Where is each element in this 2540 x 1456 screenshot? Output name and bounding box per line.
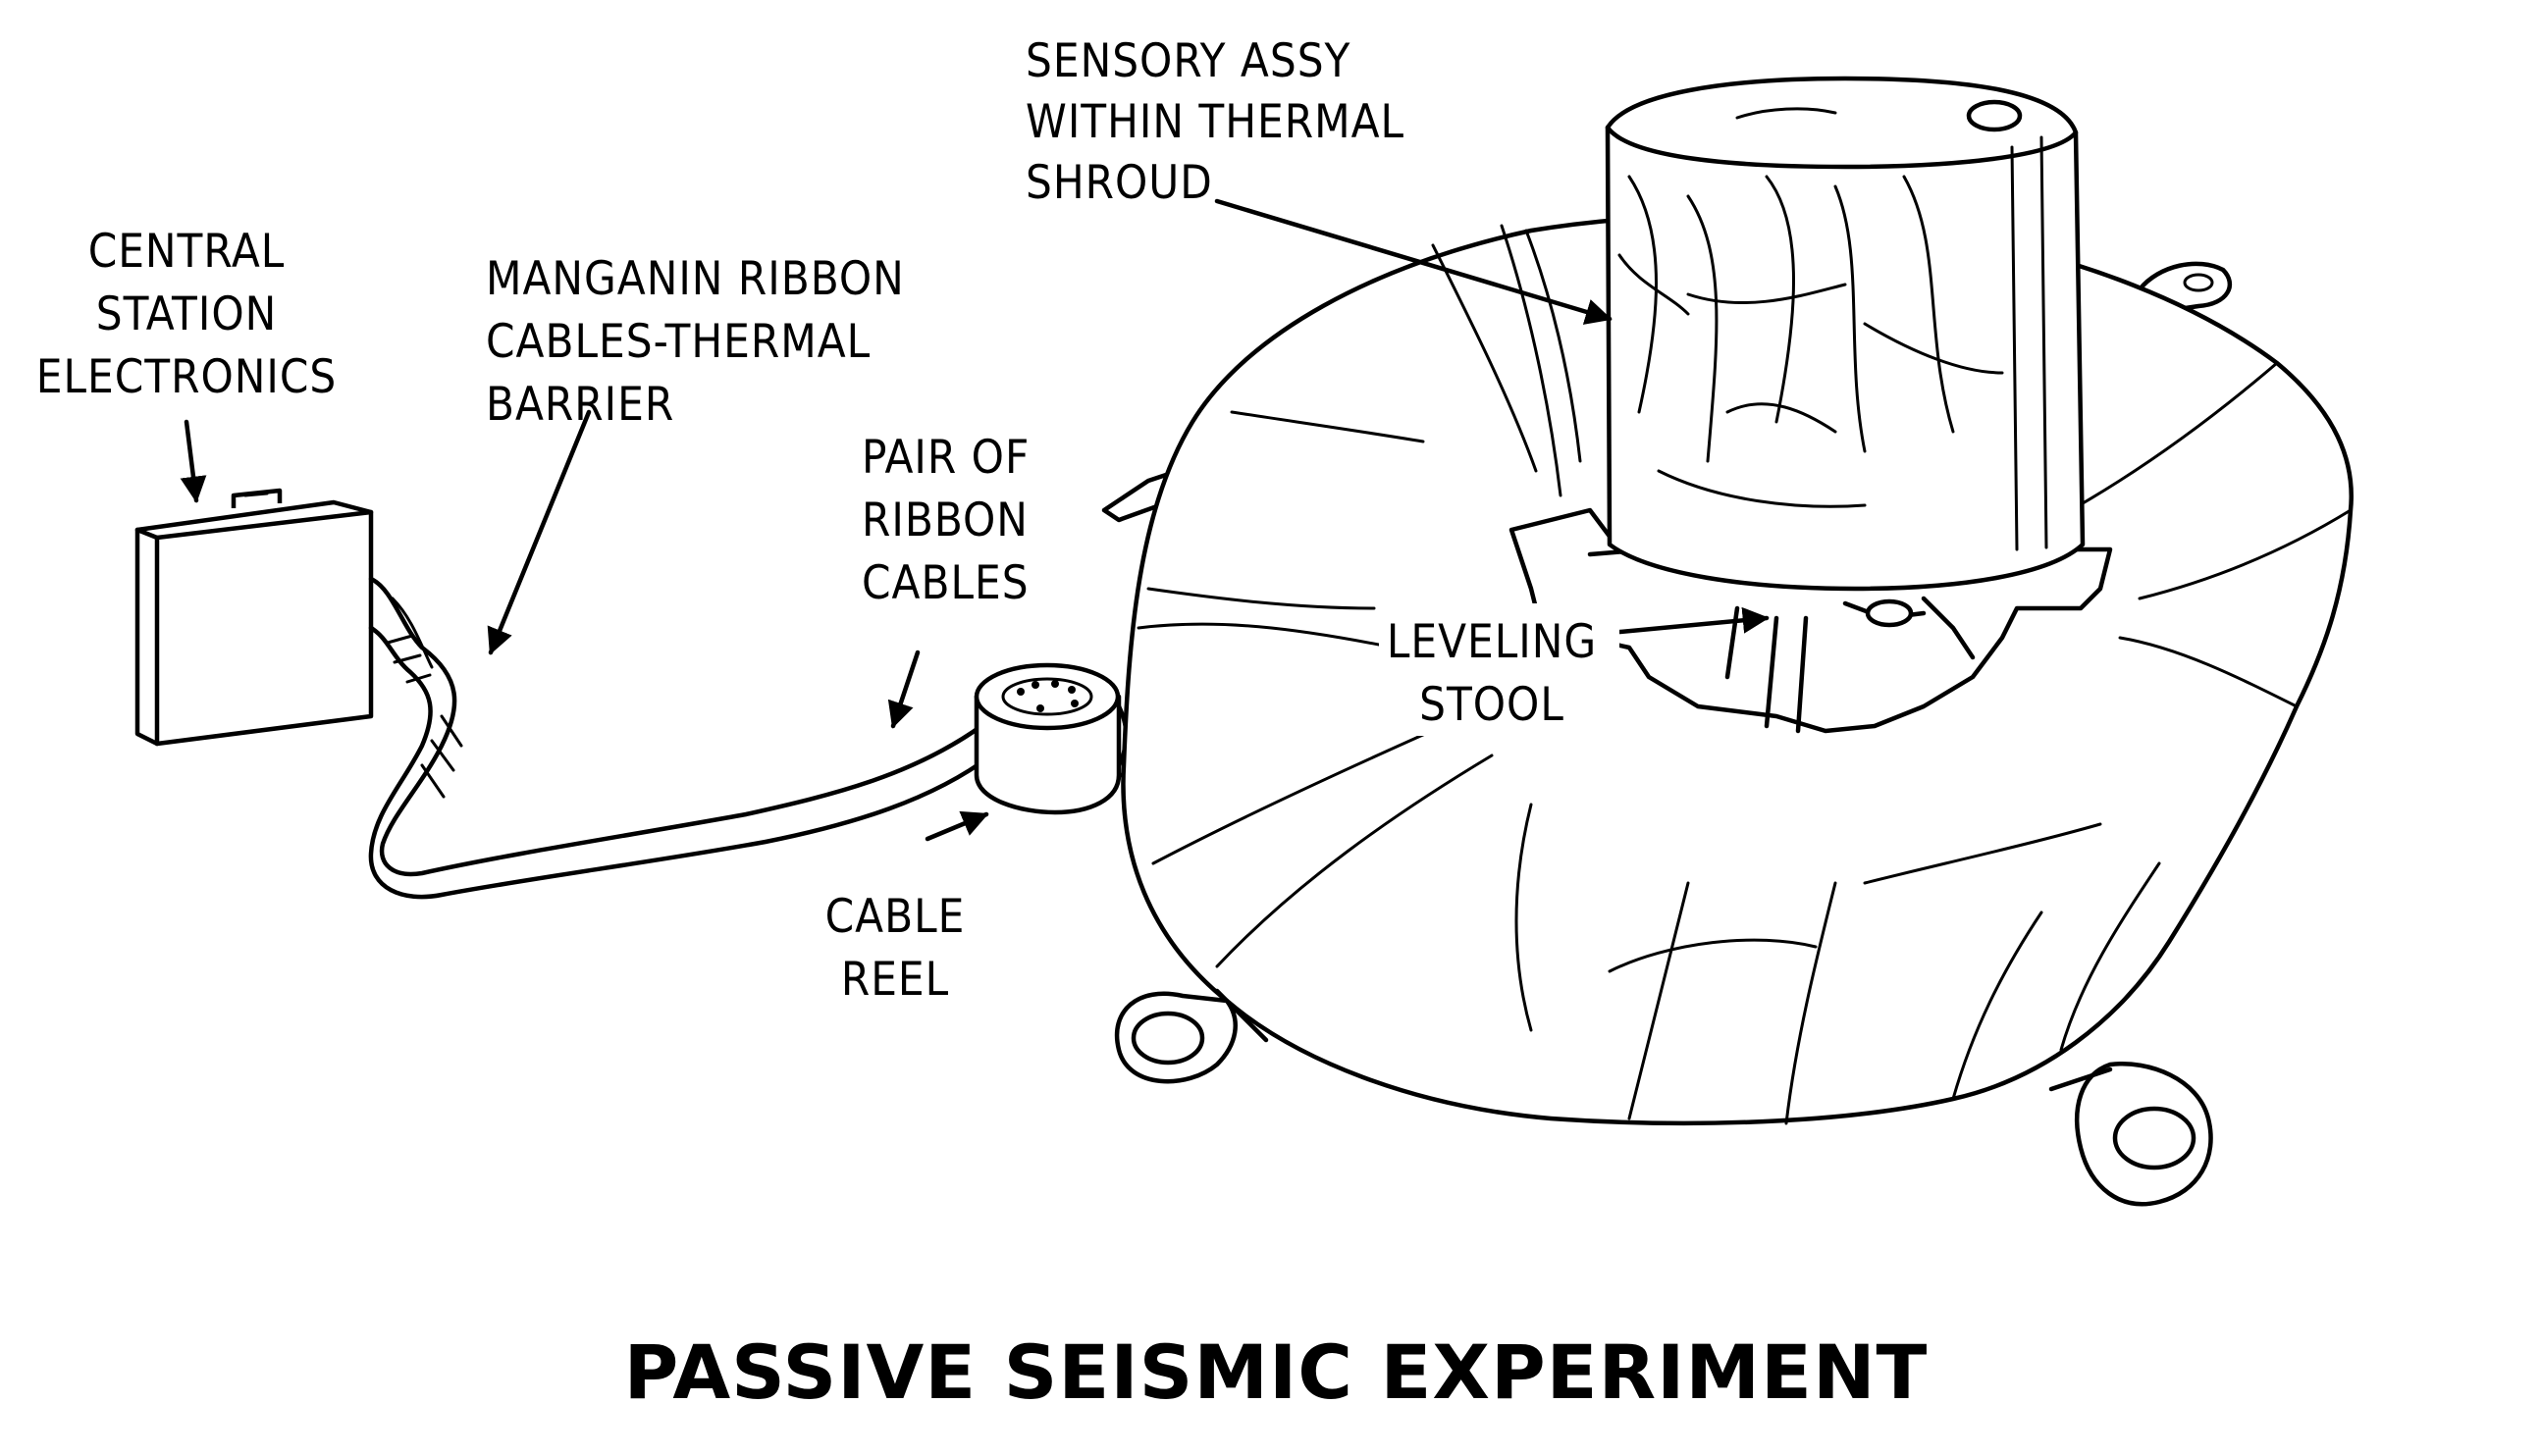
label-manganin: MANGANIN RIBBON CABLES-THERMAL BARRIER [486, 252, 905, 432]
svg-text:REEL: REEL [841, 953, 949, 1007]
svg-text:WITHIN THERMAL: WITHIN THERMAL [1026, 95, 1404, 149]
svg-text:RIBBON: RIBBON [862, 494, 1029, 547]
svg-text:CENTRAL: CENTRAL [88, 225, 286, 279]
label-central-station: CENTRAL STATION ELECTRONICS [36, 225, 337, 404]
label-cable-reel: CABLE REEL [825, 890, 966, 1007]
svg-text:PAIR OF: PAIR OF [862, 431, 1030, 485]
svg-text:ELECTRONICS: ELECTRONICS [36, 350, 337, 404]
central-station-box [137, 491, 371, 744]
diagram-title: PASSIVE SEISMIC EXPERIMENT [624, 1328, 1929, 1416]
svg-text:CABLE: CABLE [825, 890, 966, 944]
sensory-assembly [1608, 78, 2083, 589]
svg-text:MANGANIN RIBBON: MANGANIN RIBBON [486, 252, 905, 306]
label-leveling-stool: LEVELING STOOL [1379, 603, 1619, 736]
svg-text:SHROUD: SHROUD [1026, 156, 1213, 210]
svg-text:STATION: STATION [96, 287, 277, 341]
svg-text:CABLES: CABLES [862, 556, 1030, 610]
cable-reel [977, 665, 1119, 812]
label-sensory-assy: SENSORY ASSY WITHIN THERMAL SHROUD [1026, 34, 1404, 210]
label-pair-ribbon: PAIR OF RIBBON CABLES [862, 431, 1030, 610]
svg-text:STOOL: STOOL [1419, 678, 1564, 732]
svg-text:SENSORY ASSY: SENSORY ASSY [1026, 34, 1350, 88]
svg-text:BARRIER: BARRIER [486, 378, 674, 432]
svg-text:CABLES-THERMAL: CABLES-THERMAL [486, 315, 871, 369]
svg-text:LEVELING: LEVELING [1387, 615, 1597, 669]
